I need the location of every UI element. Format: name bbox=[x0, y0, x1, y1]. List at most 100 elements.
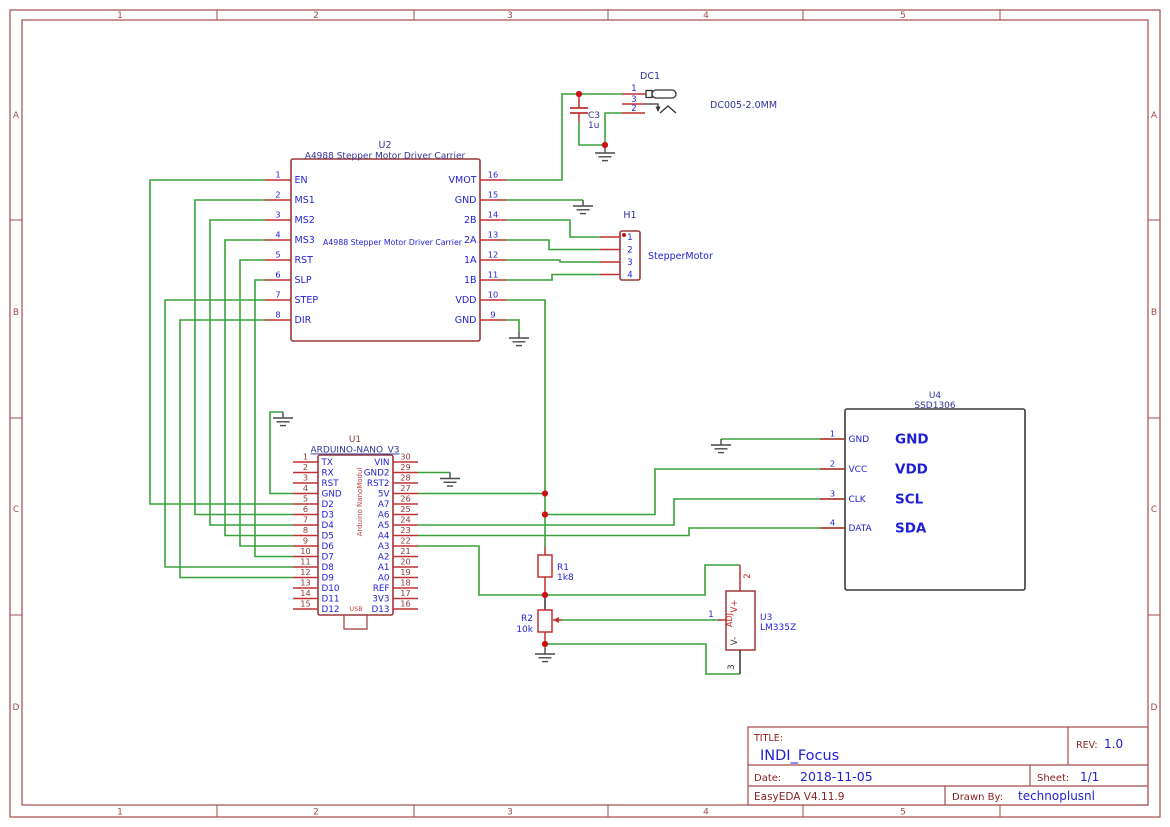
wire-1b-h1[interactable] bbox=[506, 273, 600, 281]
dc1-pin2-contact[interactable] bbox=[659, 105, 677, 114]
wire-ms3-d5[interactable] bbox=[224, 239, 293, 537]
pin-name: VCC bbox=[849, 465, 868, 475]
wire-a5-scl[interactable] bbox=[418, 498, 845, 526]
component-U2[interactable]: 1EN2MS13MS24MS35RST6SLP7STEP8DIR16VMOT15… bbox=[265, 158, 506, 342]
ruler-col-label: 1 bbox=[117, 808, 123, 818]
u3-pin-name: V+ bbox=[730, 600, 740, 613]
u3-body[interactable] bbox=[725, 590, 756, 651]
U4-body[interactable] bbox=[844, 408, 1026, 591]
wire-step-d8[interactable] bbox=[164, 299, 293, 568]
H1-body[interactable] bbox=[619, 230, 641, 281]
wire-a4-sda[interactable] bbox=[418, 527, 845, 537]
U2-body[interactable] bbox=[290, 158, 481, 342]
dc1-barrel[interactable] bbox=[651, 89, 677, 99]
pin-number: 12 bbox=[488, 250, 498, 260]
drawnby-value: technoplusnl bbox=[1018, 789, 1095, 803]
pin-name: CLK bbox=[849, 495, 867, 505]
pin-name: A4 bbox=[378, 532, 390, 542]
wire-a3-sense[interactable] bbox=[418, 545, 545, 596]
pin-number: 11 bbox=[300, 557, 310, 567]
pin-name: MS3 bbox=[295, 235, 315, 246]
wire-arduino-gnd[interactable] bbox=[269, 411, 293, 495]
ref-R1: R1 bbox=[557, 563, 569, 573]
ref-U1: U1 bbox=[349, 435, 361, 445]
display-pin-label: GND bbox=[895, 432, 929, 448]
r1-body[interactable] bbox=[537, 554, 553, 578]
pin-name: MS2 bbox=[295, 215, 315, 226]
ground-symbol bbox=[573, 200, 593, 215]
dc1-barrel-base[interactable] bbox=[645, 89, 653, 99]
wire-vmot-dc1[interactable] bbox=[506, 93, 622, 181]
pin-number: 23 bbox=[400, 525, 410, 535]
wire-c3-bottom[interactable] bbox=[578, 122, 605, 146]
pin-number: 4 bbox=[303, 483, 308, 493]
pin-name: D2 bbox=[322, 500, 334, 510]
value-DC1: DC005-2.0MM bbox=[710, 100, 777, 111]
u2-inner-label: A4988 Stepper Motor Driver Carrier bbox=[323, 238, 463, 247]
pin-number: 21 bbox=[400, 546, 410, 556]
pin-number: 6 bbox=[303, 504, 308, 514]
usb-outline[interactable] bbox=[343, 613, 368, 630]
ruler-col-label: 2 bbox=[313, 808, 319, 818]
wire-2b-h1[interactable] bbox=[506, 219, 600, 238]
ruler-row-label: A bbox=[13, 111, 20, 121]
ruler-col-label: 4 bbox=[703, 11, 709, 21]
ref-U4: U4 bbox=[929, 391, 942, 401]
wire-1a-h1[interactable] bbox=[506, 259, 600, 263]
r2-body[interactable] bbox=[537, 609, 553, 633]
wire-sense-vplus[interactable] bbox=[545, 564, 740, 596]
wire-en-d2[interactable] bbox=[149, 179, 293, 505]
wire-ms2-d4[interactable] bbox=[209, 219, 293, 526]
pin-name: D3 bbox=[322, 511, 334, 521]
wire-dir-d9[interactable] bbox=[179, 319, 293, 579]
title-label: TITLE: bbox=[753, 733, 783, 744]
value-C3: 1u bbox=[588, 121, 599, 131]
ref-R2: R2 bbox=[521, 614, 533, 624]
pin-name: D9 bbox=[322, 574, 334, 584]
junction-dot bbox=[541, 511, 549, 518]
frame-inner bbox=[21, 19, 1149, 806]
pin-number: 26 bbox=[400, 494, 410, 504]
wire-slp-d7[interactable] bbox=[254, 279, 293, 558]
drawnby-label: Drawn By: bbox=[952, 792, 1003, 803]
title-block-border bbox=[747, 726, 1149, 806]
date-value: 2018-11-05 bbox=[800, 769, 873, 784]
pin-name: 1B bbox=[464, 275, 477, 286]
pin-number: 16 bbox=[488, 170, 498, 180]
wire-rst-d6[interactable] bbox=[239, 259, 293, 547]
pin-number: 8 bbox=[275, 310, 280, 320]
rev-value: 1.0 bbox=[1104, 737, 1123, 751]
display-pin-label: SDA bbox=[895, 521, 927, 537]
pin-name: D11 bbox=[322, 595, 340, 605]
ground-symbol bbox=[509, 332, 529, 347]
wire-2a-h1[interactable] bbox=[506, 239, 600, 251]
pin-name: 2B bbox=[464, 215, 477, 226]
pin-name: DATA bbox=[849, 524, 873, 534]
wire-dc1-pin2[interactable] bbox=[604, 112, 622, 145]
wire-gnd9[interactable] bbox=[506, 319, 520, 332]
component-U1[interactable]: 1TX2RX3RST4GND5D26D37D48D59D610D711D812D… bbox=[293, 452, 418, 616]
wire-vcc-display[interactable] bbox=[545, 468, 845, 516]
ref-DC1: DC1 bbox=[640, 71, 660, 82]
wire-gnd-vminus[interactable] bbox=[545, 643, 740, 675]
wire-ms1-d3[interactable] bbox=[194, 199, 293, 516]
pin-number: 9 bbox=[490, 310, 495, 320]
wire-vdd-rail[interactable] bbox=[506, 299, 546, 547]
pin-name: RX bbox=[322, 469, 334, 479]
pin-number: 22 bbox=[400, 536, 410, 546]
sheet-label: Sheet: bbox=[1037, 773, 1069, 784]
pin-number: 28 bbox=[400, 473, 410, 483]
pin-name: D6 bbox=[322, 542, 335, 552]
pin-number: 1 bbox=[627, 233, 632, 243]
pin-name: A0 bbox=[378, 574, 390, 584]
pin-name: D13 bbox=[372, 605, 390, 615]
pin-number: 7 bbox=[275, 290, 280, 300]
value-U2: A4988 Stepper Motor Driver Carrier bbox=[305, 152, 466, 162]
pin-number: 13 bbox=[300, 578, 310, 588]
ruler-row-label: C bbox=[1151, 505, 1157, 515]
ruler-row-label: D bbox=[1151, 703, 1158, 713]
